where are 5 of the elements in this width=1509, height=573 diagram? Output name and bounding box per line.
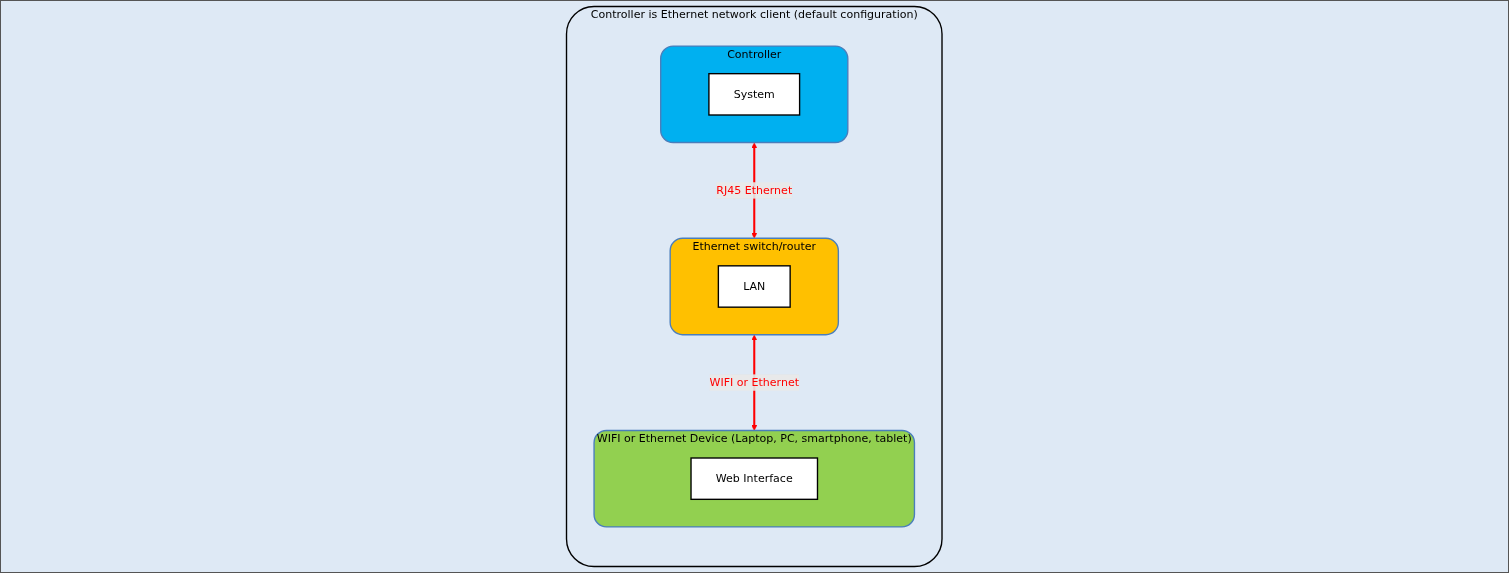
component-box: Web Interface — [690, 457, 819, 500]
edge-label: RJ45 Ethernet — [716, 183, 793, 197]
edge-label: WIFI or Ethernet — [709, 375, 800, 389]
component-box: LAN — [717, 265, 792, 308]
component-box: System — [708, 73, 801, 116]
